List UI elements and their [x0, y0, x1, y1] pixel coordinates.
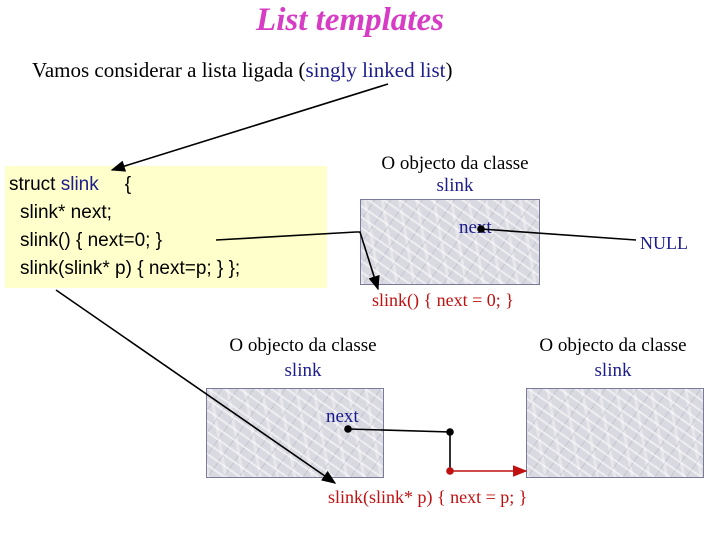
left-next-pointer-line — [347, 428, 451, 471]
slide-title: List templates — [256, 2, 444, 38]
code-open-brace: { — [124, 174, 132, 195]
code-struct-keyword: struct — [9, 174, 56, 195]
code-line-2: slink* next; — [20, 202, 112, 223]
null-label: NULL — [640, 233, 688, 253]
subtitle-highlight: singly linked list — [305, 58, 446, 82]
bottom-constructor: slink(slink* p) { next = p; } — [328, 487, 528, 507]
left-object-box — [206, 388, 384, 478]
red-pointer-dot — [446, 467, 454, 475]
code-line-connector — [215, 231, 357, 241]
left-object-label: O objecto da classe slink — [188, 333, 418, 383]
top-next-field: next — [459, 217, 492, 238]
top-object-label: O objecto da classe slink — [340, 153, 570, 197]
top-constructor: slink() { next = 0; } — [372, 290, 514, 310]
pointer-corner-dot — [446, 428, 454, 436]
subtitle-suffix: ) — [445, 58, 453, 82]
code-box — [5, 166, 327, 288]
top-object-class-name: slink — [436, 175, 474, 196]
subtitle-to-struct-arrow — [110, 83, 389, 172]
code-struct-name: slink — [60, 174, 99, 195]
top-next-pointer-dot — [477, 225, 485, 233]
left-object-label-line1: O objecto da classe — [229, 335, 377, 356]
code-line-4: slink(slink* p) { next=p; } }; — [20, 258, 241, 279]
code-line-3: slink() { next=0; } — [20, 230, 163, 251]
right-object-label: O objecto da classe slink — [498, 333, 720, 383]
right-object-label-line1: O objecto da classe — [539, 335, 687, 356]
default-constructor-arrow — [356, 231, 380, 291]
subtitle-prefix: Vamos considerar a lista ligada ( — [32, 58, 306, 82]
left-next-pointer-dot — [344, 425, 352, 433]
top-next-to-null-line — [480, 228, 637, 241]
top-object-box — [360, 199, 540, 285]
left-next-field: next — [326, 406, 359, 427]
subtitle: Vamos considerar a lista ligada (singly … — [32, 58, 453, 83]
param-constructor-arrow — [55, 289, 337, 484]
right-object-box — [526, 388, 704, 478]
right-object-class-name: slink — [594, 360, 632, 381]
code-line-1: struct slink { — [9, 171, 131, 199]
top-object-label-line1: O objecto da classe — [381, 153, 529, 174]
left-object-class-name: slink — [284, 360, 322, 381]
